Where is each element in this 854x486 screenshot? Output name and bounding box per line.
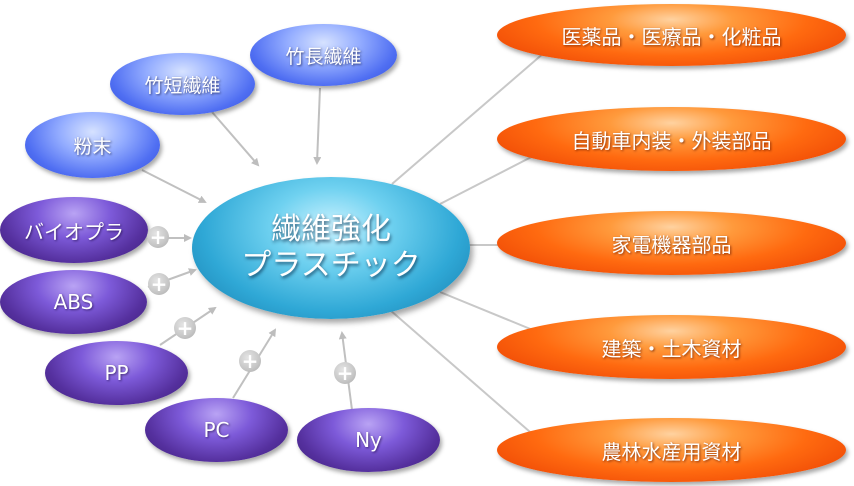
fiber-node-long-fiber: 竹長繊維 (250, 24, 397, 86)
arrow-from-long-fiber (313, 87, 322, 165)
application-label: 医薬品・医療品・化粧品 (561, 24, 782, 49)
fiber-node-short-fiber: 竹短繊維 (110, 53, 255, 115)
fiber-label: 竹短繊維 (144, 74, 221, 97)
arrow-from-short-fiber (211, 111, 260, 167)
plus-icon: + (148, 273, 170, 295)
resin-node-pp: PP (45, 341, 188, 405)
line-to-automotive (439, 149, 546, 205)
plus-icon: + (334, 362, 356, 384)
arrow-from-powder (141, 169, 207, 203)
resin-label: バイオプラ (24, 219, 124, 244)
fiber-node-powder: 粉末 (25, 112, 160, 178)
resin-node-bioplastic: バイオプラ (0, 197, 148, 263)
application-label: 農林水産用資材 (601, 439, 742, 464)
center-title-line1: 繊維強化 (271, 212, 391, 247)
application-node-agriculture: 農林水産用資材 (497, 418, 846, 482)
resin-label: PP (104, 361, 129, 385)
plus-icon: + (174, 317, 196, 339)
line-to-medical (391, 51, 546, 185)
application-node-construction: 建築・土木資材 (497, 315, 846, 379)
application-label: 自動車内装・外装部品 (571, 128, 772, 153)
resin-label: PC (203, 418, 230, 442)
resin-node-ny: Ny (297, 408, 440, 472)
application-node-medical: 医薬品・医療品・化粧品 (497, 4, 846, 66)
center-node-frp: 繊維強化 プラスチック (192, 177, 470, 319)
application-node-appliance: 家電機器部品 (497, 211, 846, 275)
line-to-agriculture (389, 309, 546, 446)
resin-node-pc: PC (145, 398, 288, 462)
application-label: 建築・土木資材 (601, 336, 742, 361)
application-node-automotive: 自動車内装・外装部品 (497, 107, 846, 171)
resin-label: Ny (355, 428, 382, 452)
center-title-line2: プラスチック (241, 248, 421, 283)
plus-icon: + (239, 350, 261, 372)
fiber-label: 粉末 (73, 135, 112, 158)
fiber-label: 竹長繊維 (285, 45, 362, 68)
application-label: 家電機器部品 (611, 232, 732, 257)
plus-icon: + (147, 226, 169, 248)
resin-node-abs: ABS (0, 270, 147, 334)
resin-label: ABS (53, 290, 94, 314)
